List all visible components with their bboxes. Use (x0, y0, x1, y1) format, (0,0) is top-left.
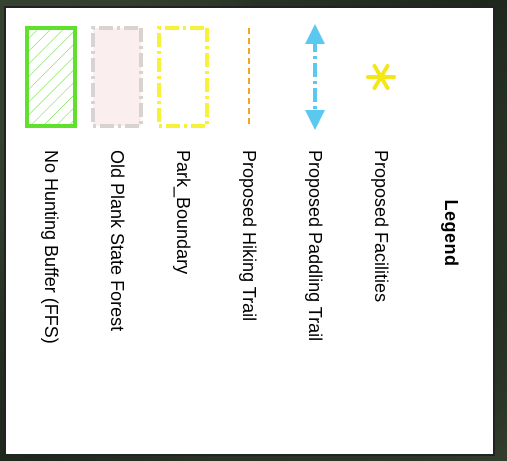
legend-item-proposed-facilities: Proposed Facilities (349, 8, 413, 458)
dash-dot-box-icon (151, 22, 215, 132)
legend-content: Legend Proposed Facilities (6, 8, 497, 458)
legend-item-proposed-paddling-trail: Proposed Paddling Trail (283, 8, 347, 458)
legend-label: Park_Boundary (173, 150, 193, 275)
legend-label: Proposed Facilities (371, 150, 391, 303)
hatched-box-icon (19, 22, 83, 132)
asterisk-icon (349, 22, 413, 132)
double-arrow-icon (283, 22, 347, 132)
legend-label: Old Plank State Forest (107, 150, 127, 332)
legend-item-proposed-hiking-trail: Proposed Hiking Trail (217, 8, 281, 458)
dashed-line-icon (217, 22, 281, 132)
legend-label: No Hunting Buffer (FFS) (41, 150, 61, 344)
dash-dot-box-icon (85, 22, 149, 132)
legend-item-park-boundary: Park_Boundary (151, 8, 215, 458)
legend-item-no-hunting-buffer: No Hunting Buffer (FFS) (19, 8, 83, 458)
legend-label: Proposed Paddling Trail (305, 150, 325, 342)
legend-item-old-plank-state-forest: Old Plank State Forest (85, 8, 149, 458)
legend-label: Proposed Hiking Trail (239, 150, 259, 322)
legend-title: Legend (441, 199, 461, 267)
map-legend: Legend Proposed Facilities (4, 6, 495, 456)
